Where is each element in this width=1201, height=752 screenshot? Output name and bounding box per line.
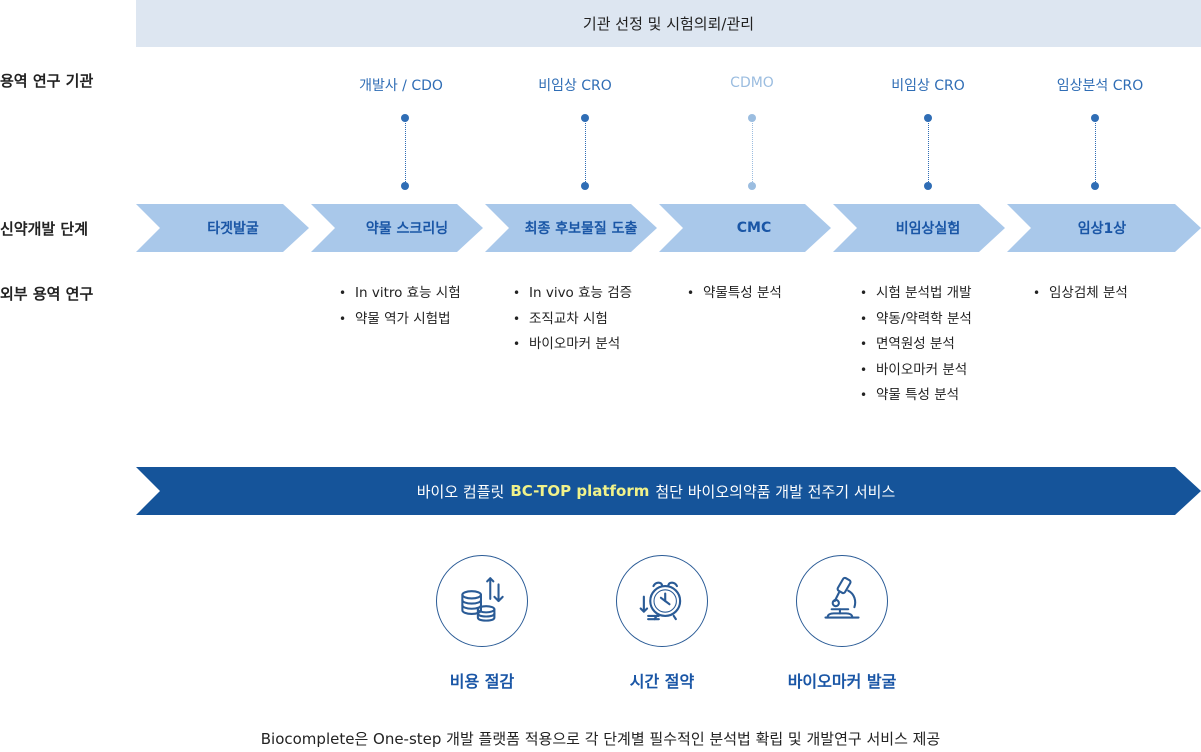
microscope-icon (824, 576, 860, 619)
stage-label-1: 약물 스크리닝 (365, 221, 449, 237)
stage-label-4: 비임상실험 (895, 221, 961, 237)
research-item: In vitro 효능 시험 (339, 283, 461, 309)
research-item: 약물 역가 시험법 (339, 309, 461, 335)
row-label-external-research: 외부 용역 연구 (0, 285, 94, 303)
research-list-screening: In vitro 효능 시험 약물 역가 시험법 (339, 283, 461, 334)
research-item: 약물 특성 분석 (860, 385, 972, 411)
org-connector-4 (1089, 114, 1101, 190)
org-label-0: 개발사 / CDO (359, 78, 443, 94)
row-label-service-org: 용역 연구 기관 (0, 72, 94, 90)
connector-dot (748, 114, 756, 122)
org-label-2: CDMO (730, 75, 774, 91)
research-item: 바이오마커 분석 (513, 334, 632, 360)
org-label-4: 임상분석 CRO (1056, 78, 1144, 94)
research-list-nonclinical: 시험 분석법 개발 약동/약력학 분석 면역원성 분석 바이오마커 분석 약물 … (860, 283, 972, 411)
row-label-dev-stage: 신약개발 단계 (0, 220, 89, 238)
benefit-circle-biomarker (796, 555, 888, 647)
benefit-circle-time (616, 555, 708, 647)
connector-dot (748, 182, 756, 190)
stage-label-0: 타겟발굴 (207, 221, 259, 237)
org-connector-1 (579, 114, 591, 190)
research-item: 약동/약력학 분석 (860, 309, 972, 335)
connector-dot (1091, 114, 1099, 122)
connector-dot (1091, 182, 1099, 190)
research-item: 바이오마커 분석 (860, 360, 972, 386)
org-label-1: 비임상 CRO (538, 78, 612, 94)
org-connector-0 (399, 114, 411, 190)
stage-label-5: 임상1상 (1077, 221, 1127, 237)
stage-label-3: CMC (736, 220, 772, 236)
research-list-cmc: 약물특성 분석 (687, 283, 782, 309)
platform-highlight: BC-TOP platform (510, 482, 650, 500)
research-item: 시험 분석법 개발 (860, 283, 972, 309)
research-item: 약물특성 분석 (687, 283, 782, 309)
connector-line (751, 120, 753, 184)
coins-down-icon (461, 577, 504, 622)
connector-dot (401, 182, 409, 190)
benefit-label-cost: 비용 절감 (449, 672, 515, 691)
benefit-label-time: 시간 절약 (629, 672, 695, 691)
stage-chevron-5 (1007, 204, 1201, 252)
platform-banner: 바이오 컴플릿 BC-TOP platform 첨단 바이오의약품 개발 전주기… (136, 467, 1176, 515)
benefit-circle-cost (436, 555, 528, 647)
connector-line (1094, 120, 1096, 184)
org-connector-2 (746, 114, 758, 190)
org-connector-3 (922, 114, 934, 190)
connector-dot (924, 182, 932, 190)
benefit-label-biomarker: 바이오마커 발굴 (787, 672, 897, 691)
stage-chevron-0 (136, 204, 309, 252)
platform-arrow (136, 467, 1201, 515)
platform-prefix: 바이오 컴플릿 (416, 482, 505, 501)
research-item: 면역원성 분석 (860, 334, 972, 360)
stage-chevron-1 (311, 204, 483, 252)
stage-chevron-4 (833, 204, 1005, 252)
research-item: 임상검체 분석 (1033, 283, 1128, 309)
research-list-phase1: 임상검체 분석 (1033, 283, 1128, 309)
footer-description: Biocomplete은 One-step 개발 플랫폼 적용으로 각 단계별 … (260, 730, 941, 748)
connector-line (584, 120, 586, 184)
connector-line (404, 120, 406, 184)
connector-dot (581, 114, 589, 122)
connector-line (927, 120, 929, 184)
research-list-candidate: In vivo 효능 검증 조직교차 시험 바이오마커 분석 (513, 283, 632, 360)
stage-chevron-2 (485, 204, 657, 252)
alarm-clock-icon (639, 581, 682, 621)
research-item: In vivo 효능 검증 (513, 283, 632, 309)
top-banner: 기관 선정 및 시험의뢰/관리 (136, 0, 1201, 47)
research-item: 조직교차 시험 (513, 309, 632, 335)
connector-dot (581, 182, 589, 190)
connector-dot (924, 114, 932, 122)
stage-chevron-3 (659, 204, 831, 252)
connector-dot (401, 114, 409, 122)
org-label-3: 비임상 CRO (891, 78, 965, 94)
stage-label-2: 최종 후보물질 도출 (524, 221, 638, 237)
platform-suffix: 첨단 바이오의약품 개발 전주기 서비스 (655, 482, 896, 501)
